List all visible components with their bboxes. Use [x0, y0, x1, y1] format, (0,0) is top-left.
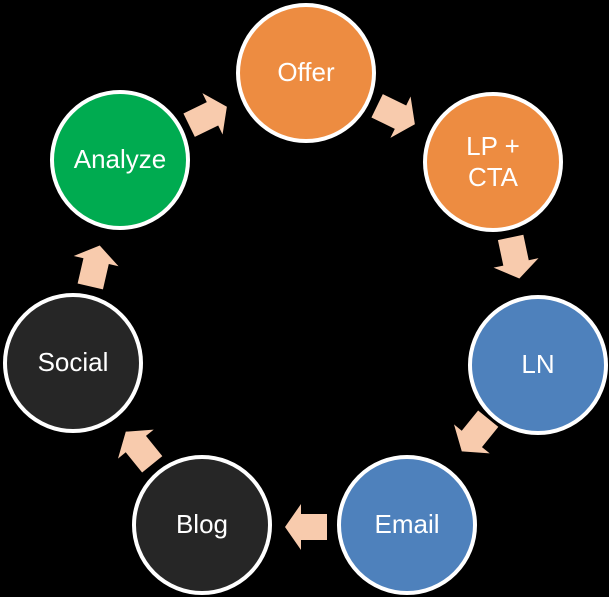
node-social-label: Social — [37, 347, 109, 378]
arrow-analyze-to-offer-icon — [183, 93, 227, 137]
node-blog: Blog — [132, 455, 272, 595]
node-offer: Offer — [236, 3, 376, 143]
node-ln: LN — [468, 295, 608, 435]
node-blog-label: Blog — [175, 509, 229, 540]
arrow-offer-to-lp-cta-icon — [371, 94, 415, 138]
node-analyze: Analyze — [50, 90, 190, 230]
node-analyze-label: Analyze — [73, 144, 167, 175]
arrow-ln-to-email-icon — [453, 410, 499, 454]
arrow-social-to-analyze-icon — [73, 245, 119, 290]
arrow-email-to-blog-icon — [285, 504, 327, 550]
node-ln-label: LN — [521, 349, 555, 380]
node-offer-label: Offer — [277, 57, 335, 88]
node-social: Social — [3, 293, 143, 433]
node-email-label: Email — [374, 509, 440, 540]
node-lp-cta-label: LP + CTA — [466, 130, 520, 192]
node-lp-cta: LP + CTA — [423, 92, 563, 232]
arrow-blog-to-social-icon — [117, 429, 163, 473]
node-email: Email — [337, 455, 477, 595]
arrow-lp-cta-to-ln-icon — [493, 234, 539, 279]
